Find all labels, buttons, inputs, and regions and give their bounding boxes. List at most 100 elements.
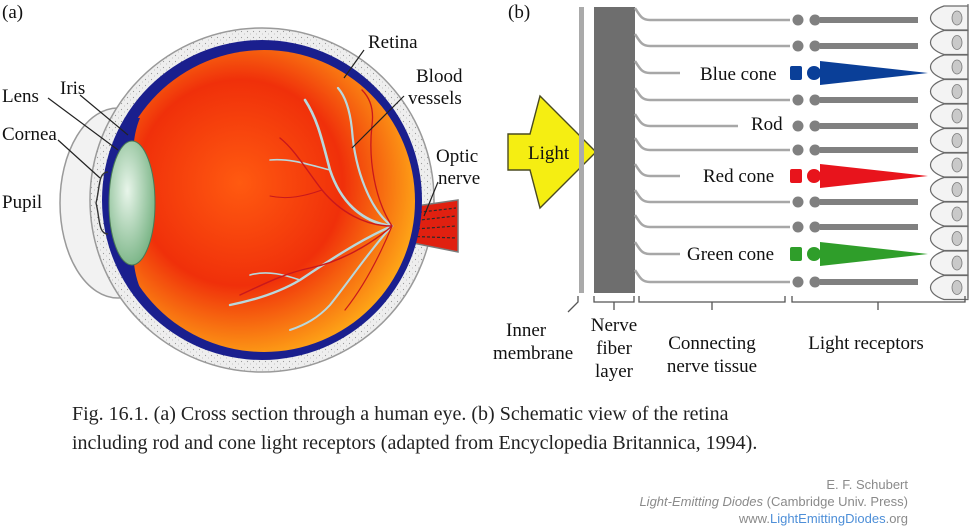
- rod-receptor: [792, 276, 918, 288]
- credit-book-title: Light-Emitting Diodes: [639, 494, 764, 509]
- nerve-fiber: [633, 269, 790, 284]
- label-inner-2: membrane: [493, 343, 573, 364]
- label-red-cone: Red cone: [703, 166, 774, 187]
- rod-outer-segment: [820, 224, 918, 230]
- red-cone-body: [790, 169, 802, 183]
- credit-book: Light-Emitting Diodes (Cambridge Univ. P…: [639, 493, 908, 510]
- rod-segment: [809, 221, 821, 233]
- lens: [108, 140, 156, 266]
- rod-nucleus: [792, 196, 804, 208]
- rod-nucleus: [792, 40, 804, 52]
- rod-nucleus: [792, 144, 804, 156]
- green-cone-body: [790, 247, 802, 261]
- connecting-nerve-tissue: [633, 7, 790, 284]
- figure-caption: Fig. 16.1. (a) Cross section through a h…: [72, 400, 932, 458]
- nerve-fiber: [633, 189, 790, 204]
- rod-receptor: [792, 144, 918, 156]
- rod-segment: [809, 94, 821, 106]
- caption-line-2: including rod and cone light receptors (…: [72, 432, 758, 454]
- pigment-nucleus: [951, 10, 963, 26]
- retina-schematic: (b) Light Blue cone Rod Red cone Green c…: [493, 2, 969, 382]
- rod-segment: [809, 14, 821, 26]
- blue-cone-body: [790, 66, 802, 80]
- nerve-fiber: [633, 163, 680, 178]
- credit-url-suffix: .org: [885, 511, 908, 526]
- credit-block: E. F. Schubert Light-Emitting Diodes (Ca…: [639, 476, 908, 527]
- green-cone-nucleus: [807, 247, 821, 261]
- label-connecting-1: Connecting: [668, 333, 756, 354]
- inner-membrane: [579, 7, 584, 293]
- region-brackets: [567, 296, 966, 313]
- nerve-fiber: [633, 7, 790, 22]
- rod-receptor: [792, 120, 918, 132]
- light-arrow: [507, 94, 597, 210]
- light-receptors: [790, 14, 928, 288]
- rod-segment: [809, 144, 821, 156]
- nerve-fiber: [633, 137, 790, 152]
- pigment-nucleus: [951, 59, 963, 75]
- rod-outer-segment: [820, 199, 918, 205]
- rod-receptor: [792, 14, 918, 26]
- pigment-nucleus: [951, 133, 963, 148]
- red-cone-nucleus: [807, 169, 821, 183]
- pigment-nucleus: [951, 84, 963, 99]
- green-cone-receptor: [790, 242, 928, 266]
- green-cone-outer-segment: [820, 242, 928, 266]
- rod-receptor: [792, 94, 918, 106]
- eye-cross-section: (a): [2, 2, 480, 373]
- pigment-nucleus: [951, 157, 963, 173]
- label-nerve-3: layer: [595, 361, 634, 382]
- blue-cone-receptor: [790, 61, 928, 85]
- label-pupil: Pupil: [2, 192, 42, 213]
- pigment-nucleus: [951, 280, 963, 295]
- red-cone-receptor: [790, 164, 928, 188]
- blood-vessels: [228, 86, 394, 331]
- label-optic-nerve-1: Optic: [436, 146, 478, 167]
- nerve-fiber: [633, 241, 680, 256]
- credit-url[interactable]: www.LightEmittingDiodes.org: [639, 510, 908, 527]
- label-lens: Lens: [2, 86, 39, 107]
- rod-nucleus: [792, 221, 804, 233]
- nerve-fiber: [633, 60, 680, 75]
- rod-nucleus: [792, 276, 804, 288]
- rod-segment: [809, 40, 821, 52]
- nerve-fiber: [633, 87, 790, 102]
- rod-receptor: [792, 40, 918, 52]
- label-retina: Retina: [368, 32, 418, 53]
- pigment-nucleus: [951, 206, 963, 222]
- credit-author: E. F. Schubert: [826, 477, 908, 492]
- rod-outer-segment: [820, 279, 918, 285]
- light-label: Light: [528, 143, 570, 164]
- label-rod: Rod: [751, 114, 783, 135]
- pigment-nucleus: [951, 182, 963, 197]
- label-optic-nerve-2: nerve: [438, 168, 480, 189]
- rod-outer-segment: [820, 123, 918, 129]
- label-green-cone: Green cone: [687, 244, 774, 265]
- pigment-nucleus: [951, 255, 963, 271]
- rod-nucleus: [792, 120, 804, 132]
- nerve-fiber: [633, 214, 790, 229]
- rod-receptor: [792, 196, 918, 208]
- rod-outer-segment: [820, 97, 918, 103]
- nerve-fiber: [633, 33, 790, 48]
- panel-b-tag: (b): [508, 2, 530, 23]
- leader-lines: [47, 49, 439, 217]
- pigment-nucleus: [951, 231, 963, 246]
- blue-cone-outer-segment: [820, 61, 928, 85]
- label-blood-vessels-1: Blood: [416, 66, 463, 87]
- pigment-nucleus: [951, 35, 963, 50]
- caption-line-1: Fig. 16.1. (a) Cross section through a h…: [72, 403, 729, 425]
- rod-segment: [809, 196, 821, 208]
- nerve-fiber-layer: [594, 7, 635, 293]
- pigment-nucleus: [951, 108, 963, 124]
- panel-a-tag: (a): [2, 2, 23, 23]
- label-iris: Iris: [60, 78, 85, 99]
- label-blue-cone: Blue cone: [700, 64, 777, 85]
- label-connecting-2: nerve tissue: [667, 356, 757, 377]
- credit-publisher: (Cambridge Univ. Press): [766, 494, 908, 509]
- label-nerve-1: Nerve: [591, 315, 637, 336]
- credit-url-prefix: www.: [738, 511, 770, 526]
- rod-segment: [809, 120, 821, 132]
- pupil-brace: [95, 171, 109, 235]
